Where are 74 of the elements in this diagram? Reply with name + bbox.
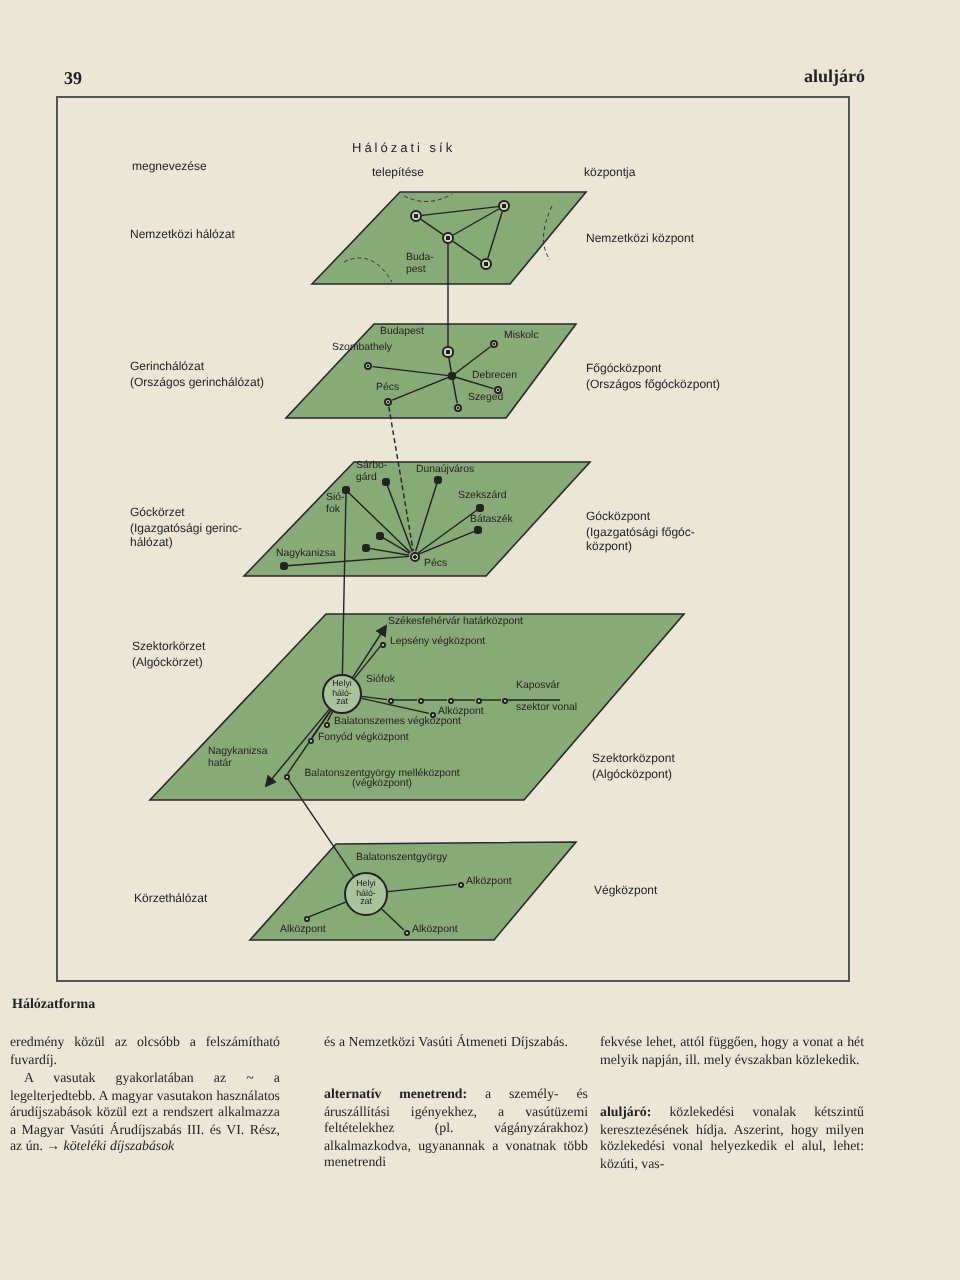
connector-line <box>454 376 495 390</box>
connector-line <box>452 208 500 236</box>
station-dot <box>474 526 482 534</box>
connector-line <box>386 484 413 553</box>
station-dot <box>342 486 350 494</box>
connector-line <box>420 218 444 236</box>
network-plane <box>250 842 576 940</box>
station-circle <box>283 773 289 779</box>
station-circle <box>387 697 393 703</box>
station-circle <box>457 881 463 887</box>
connector-line <box>371 365 450 377</box>
station-dot <box>376 532 384 540</box>
station-circle <box>417 697 423 703</box>
station-circle <box>489 339 499 349</box>
connector-line <box>368 547 410 556</box>
connector-line <box>451 378 458 405</box>
station-circle <box>307 737 313 743</box>
station-dot <box>382 478 390 486</box>
connector-line <box>448 356 453 374</box>
connector-line <box>453 346 492 375</box>
connector-line <box>341 492 347 675</box>
running-head: aluljáró <box>804 66 865 88</box>
connector-line <box>311 709 332 739</box>
connector-line <box>422 699 448 701</box>
station-dot <box>448 372 456 380</box>
connector-line <box>452 240 482 262</box>
connector-line <box>308 901 347 918</box>
station-circle <box>501 697 507 703</box>
connector-line <box>388 405 414 552</box>
connector-line <box>381 908 405 931</box>
connector-line <box>353 645 381 680</box>
station-dot <box>280 562 288 570</box>
connector-line <box>480 699 502 701</box>
connector-line <box>360 697 430 715</box>
network-plane <box>312 192 586 284</box>
connector-line <box>487 211 503 259</box>
station-dot <box>476 504 484 512</box>
connector-line <box>347 491 412 554</box>
station-circle <box>363 361 373 371</box>
connector-line <box>447 243 449 348</box>
station-circle <box>409 551 419 561</box>
station-dot <box>362 544 370 552</box>
station-circle <box>383 397 393 407</box>
station-circle <box>323 721 329 727</box>
station-dot <box>434 476 442 484</box>
station-circle <box>453 403 463 413</box>
page-number: 39 <box>64 68 82 90</box>
connector-line <box>361 695 388 701</box>
station-circle <box>429 711 435 717</box>
connector-line <box>387 883 458 893</box>
station-circle <box>303 915 309 921</box>
station-circle <box>403 929 409 935</box>
connector-line <box>417 509 479 554</box>
connector-line <box>417 530 476 555</box>
connector-line <box>286 709 332 775</box>
connector-line <box>414 482 438 552</box>
arrow <box>264 708 330 788</box>
station-circle <box>447 697 453 703</box>
station-circle <box>442 346 454 358</box>
connector-line <box>286 555 410 567</box>
network-plane <box>286 324 576 418</box>
connector-line <box>452 699 476 701</box>
connector-line <box>326 710 334 723</box>
connector-line <box>421 205 499 217</box>
station-circle <box>493 385 503 395</box>
arrow <box>352 624 388 678</box>
network-plane <box>244 462 590 576</box>
connector-line <box>391 376 450 401</box>
connector-line <box>382 536 411 555</box>
station-circle <box>475 697 481 703</box>
connector-line <box>392 699 418 701</box>
station-circle <box>379 641 385 647</box>
connector-line <box>506 699 561 701</box>
connector-line <box>286 777 355 877</box>
